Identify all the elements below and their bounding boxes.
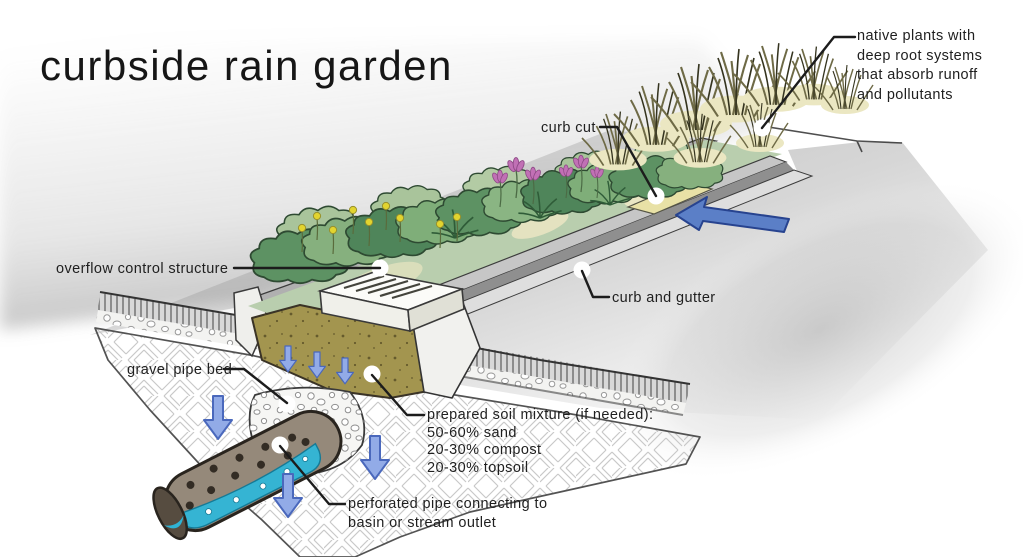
leader-curb-cut [598, 125, 665, 205]
leader-soil-mixture [363, 365, 426, 417]
label-perforated-pipe: perforated pipe connecting to basin or s… [348, 496, 548, 531]
label-curb-and-gutter: curb and gutter [612, 290, 716, 306]
leader-native-plants [753, 35, 857, 137]
road-flow-arrow-icon [675, 196, 790, 233]
road [352, 125, 1023, 482]
leader-curb-gutter [573, 261, 611, 299]
perforated-pipe [152, 409, 343, 541]
grate-lines [343, 274, 433, 300]
leader-overflow [232, 259, 389, 277]
leader-gravel-bed [222, 367, 296, 413]
label-overflow-control: overflow control structure [56, 261, 229, 277]
label-gravel-pipe-bed: gravel pipe bed [127, 362, 233, 378]
leader-lines [222, 35, 857, 506]
overflow-control-structure [317, 271, 465, 333]
label-native-plants: native plants with deep root systems tha… [857, 28, 983, 103]
diagram-title: curbside rain garden [40, 42, 453, 89]
leader-perforated-pipe [271, 436, 347, 506]
label-prepared-soil: prepared soil mixture (if needed): 50-60… [427, 407, 654, 476]
label-curb-cut: curb cut [541, 120, 596, 136]
